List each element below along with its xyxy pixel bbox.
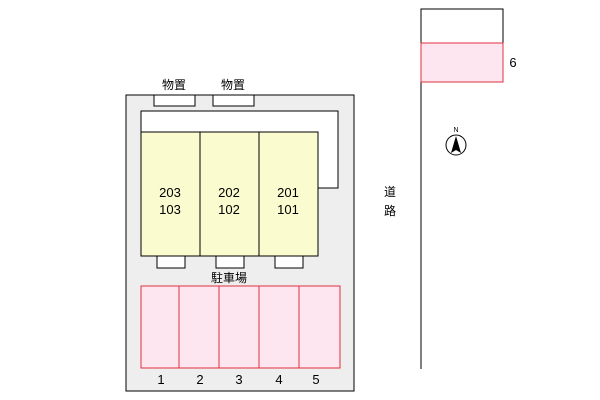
parking-space xyxy=(258,285,300,369)
parking-space xyxy=(140,285,180,369)
parking-space-number: 5 xyxy=(312,372,319,387)
unit-number-upper: 203 xyxy=(159,185,181,200)
storage-label: 物置 xyxy=(221,78,245,92)
storage-label: 物置 xyxy=(162,78,186,92)
storage-shed xyxy=(212,94,255,107)
unit-block xyxy=(258,131,319,257)
road-label: 道 xyxy=(384,185,396,199)
parking-space-number: 2 xyxy=(196,372,203,387)
entrance-stoop xyxy=(274,255,304,269)
parking-space xyxy=(218,285,260,369)
north-label: N xyxy=(453,127,458,134)
entrance-stoop xyxy=(156,255,186,269)
parking-space xyxy=(298,285,341,369)
unit-number-lower: 101 xyxy=(277,202,299,217)
unit-number-upper: 202 xyxy=(218,185,240,200)
corridor xyxy=(141,111,338,132)
parking-label: 駐車場 xyxy=(211,270,247,285)
parking-space-number: 6 xyxy=(509,55,516,70)
parking-space xyxy=(420,42,504,83)
unit-number-lower: 102 xyxy=(218,202,240,217)
unit-block xyxy=(199,131,260,257)
storage-shed xyxy=(153,94,196,107)
unit-number-upper: 201 xyxy=(277,185,299,200)
parking-space-number: 4 xyxy=(275,372,282,387)
offsite-area xyxy=(420,8,504,44)
parking-space-number: 3 xyxy=(235,372,242,387)
parking-space xyxy=(178,285,220,369)
entrance-stoop xyxy=(215,255,245,269)
unit-number-lower: 103 xyxy=(159,202,181,217)
road-label: 路 xyxy=(384,203,396,218)
parking-space-number: 1 xyxy=(157,372,164,387)
north-arrow-icon: N xyxy=(445,127,467,156)
